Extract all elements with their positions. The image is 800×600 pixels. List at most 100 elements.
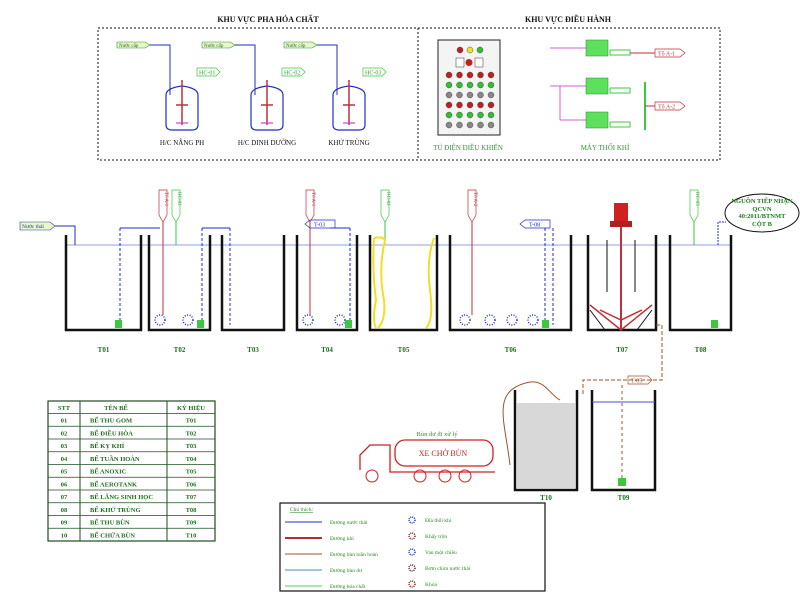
switch-icon[interactable] bbox=[466, 91, 474, 99]
blower-tag: Tổ A-2 bbox=[658, 104, 675, 111]
switch-icon[interactable] bbox=[487, 71, 495, 79]
tank-label: T02 bbox=[174, 346, 186, 354]
table-cell: 04 bbox=[61, 456, 68, 463]
air-diffuser-icon bbox=[182, 314, 194, 326]
indicator-light-icon[interactable] bbox=[456, 46, 464, 54]
tank-wall bbox=[147, 235, 212, 332]
tank-wall bbox=[448, 235, 573, 332]
switch-icon[interactable] bbox=[445, 91, 453, 99]
discharge-label: NGUỒN TIẾP NHẬN QCVN 40:2011/BTNMT CỘT B bbox=[731, 198, 793, 228]
switch-icon[interactable] bbox=[445, 81, 453, 89]
sludge-tag-shape bbox=[627, 375, 653, 385]
switch-icon[interactable] bbox=[456, 71, 463, 79]
switch-icon[interactable] bbox=[466, 71, 474, 79]
blower-icon bbox=[585, 77, 609, 95]
switch-icon[interactable] bbox=[445, 101, 453, 109]
inlet-tag: Nước thải bbox=[22, 224, 44, 230]
switch-icon[interactable] bbox=[487, 91, 495, 99]
top-areas-frame bbox=[97, 27, 721, 161]
switch-icon[interactable] bbox=[456, 101, 463, 109]
switch-icon[interactable] bbox=[456, 91, 463, 99]
switch-icon[interactable] bbox=[445, 111, 453, 119]
switch-icon[interactable] bbox=[466, 81, 474, 89]
switch-icon[interactable] bbox=[487, 81, 495, 89]
chem-tag-shape bbox=[380, 189, 390, 223]
switch-icon[interactable] bbox=[477, 71, 484, 79]
switch-icon[interactable] bbox=[477, 121, 484, 129]
indicator-light-icon[interactable] bbox=[466, 46, 474, 54]
sludge-truck: Bùn dư đi xử lý XE CHỞ BÙN bbox=[359, 431, 495, 483]
chem-tag: HC-03 bbox=[694, 192, 699, 206]
tank-wall bbox=[590, 390, 657, 492]
switch-icon[interactable] bbox=[477, 91, 484, 99]
switch-icon[interactable] bbox=[456, 121, 463, 129]
indicator-light-icon[interactable] bbox=[476, 46, 484, 54]
tank-T08: T08 bbox=[668, 235, 733, 354]
blower-icon bbox=[585, 111, 609, 129]
tank-label: T09 bbox=[618, 494, 630, 502]
switch-icon[interactable] bbox=[477, 111, 484, 119]
switch-icon[interactable] bbox=[456, 81, 463, 89]
discharge-label-box: NGUỒN TIẾP NHẬN QCVN 40:2011/BTNMT CỘT B bbox=[731, 198, 793, 228]
table-cell: T01 bbox=[186, 418, 197, 425]
switch-icon[interactable] bbox=[466, 101, 474, 109]
blower-label: MÁY THỔI KHÍ bbox=[581, 144, 630, 152]
air-tag: Tổ A-1 bbox=[163, 192, 169, 207]
submersible-pump-icon bbox=[408, 564, 416, 572]
tank-label: T01 bbox=[98, 346, 110, 354]
switch-icon[interactable] bbox=[477, 101, 484, 109]
switch-icon[interactable] bbox=[445, 121, 453, 129]
sludge-hose bbox=[502, 381, 561, 466]
table-cell: T06 bbox=[186, 481, 198, 488]
switch-icon[interactable] bbox=[487, 111, 495, 119]
legend-line-label: Đường hóa chất bbox=[330, 583, 366, 590]
anoxic-media bbox=[372, 236, 387, 329]
legend-line-label: Đường bùn dư bbox=[330, 568, 363, 574]
check-valve-icon bbox=[408, 548, 416, 556]
blower-icon bbox=[585, 39, 609, 57]
tank-T01: T01 bbox=[64, 235, 143, 354]
tank-wall bbox=[295, 235, 359, 332]
chem-tag: HC-01 bbox=[176, 192, 181, 206]
legend-line-label: Đường bùn tuần hoàn bbox=[330, 551, 378, 558]
switch-icon[interactable] bbox=[445, 71, 453, 79]
chemical-tank-label: KHỬ TRÙNG bbox=[328, 139, 369, 147]
table-cell: T09 bbox=[186, 520, 198, 527]
table-cell: T03 bbox=[186, 443, 198, 450]
air-tag-shape bbox=[467, 189, 477, 223]
chemical-tag: HC-03 bbox=[365, 71, 381, 77]
tank-T09: T09 bbox=[590, 390, 657, 502]
legend-symbol-label: Bơm chìm nước thải bbox=[425, 566, 471, 572]
legend-line-label: Đường khí bbox=[330, 536, 354, 542]
flow-tag: T-03 bbox=[314, 223, 325, 229]
sludge-pipe bbox=[582, 324, 663, 395]
switch-icon[interactable] bbox=[487, 101, 495, 109]
blower-coupling bbox=[609, 49, 631, 56]
truck-caption: Bùn dư đi xử lý bbox=[417, 431, 459, 438]
sludge-tag: T-05 bbox=[631, 379, 642, 385]
discharge-ellipse bbox=[724, 193, 800, 233]
switch-icon[interactable] bbox=[466, 121, 474, 129]
tank-label: T10 bbox=[540, 494, 552, 502]
table-cell: BỂ KỴ KHÍ bbox=[90, 442, 125, 450]
water-supply-tag: Nước cấp bbox=[204, 44, 224, 49]
table-cell: BỂ LẮNG SINH HỌC bbox=[90, 493, 153, 501]
switch-icon[interactable] bbox=[456, 111, 463, 119]
tank-wall bbox=[668, 235, 733, 332]
tank-wall bbox=[368, 235, 439, 332]
emergency-stop-button[interactable] bbox=[465, 59, 473, 66]
chemical-tag: HC-02 bbox=[284, 71, 300, 77]
submersible-pump-icon bbox=[542, 320, 549, 328]
table-cell: BỂ AEROTANK bbox=[90, 480, 137, 488]
table-cell: 07 bbox=[61, 494, 68, 501]
table-cell: BỂ THU BÙN bbox=[90, 519, 130, 527]
tank-T04: T04 bbox=[295, 235, 359, 354]
table-cell: BỂ KHỬ TRÙNG bbox=[90, 506, 141, 514]
tank-T02: T02 bbox=[147, 235, 212, 354]
table-header: STT bbox=[58, 405, 71, 412]
switch-icon[interactable] bbox=[487, 121, 495, 129]
switch-icon[interactable] bbox=[477, 81, 484, 89]
switch-icon[interactable] bbox=[466, 111, 474, 119]
